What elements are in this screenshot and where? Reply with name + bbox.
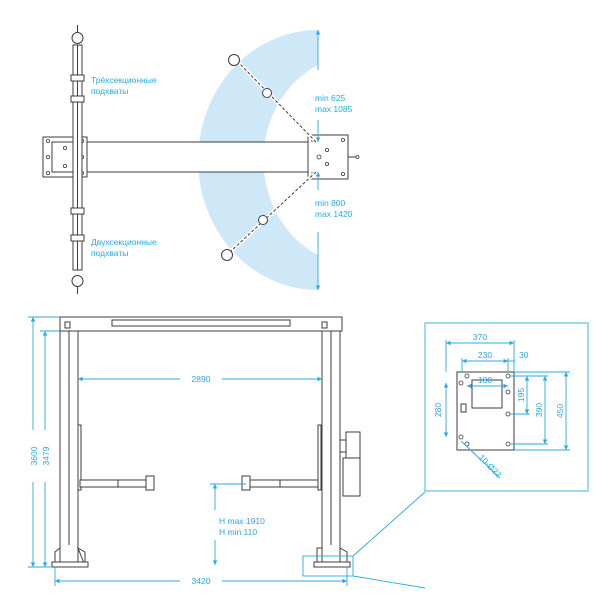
two-section-arms-label-2: подхваты	[91, 248, 128, 258]
top-beam	[86, 141, 311, 173]
base-highlight	[302, 555, 354, 577]
plate-280: 280	[433, 403, 443, 417]
left-arm-assembly	[70, 25, 85, 294]
plate-180: 180	[478, 375, 492, 385]
left-column	[51, 330, 89, 568]
top-view: min 625 max 1085 min 800 max 1420 Трёхсе…	[42, 25, 360, 294]
lift-arms	[79, 475, 319, 491]
plate-230: 230	[478, 350, 492, 360]
height-3600-label: 3600	[29, 446, 39, 465]
three-section-arms-label-1: Трёхсекционные	[91, 75, 157, 85]
reach-upper-max: max 1085	[315, 104, 353, 114]
crossbeam	[59, 316, 343, 332]
right-arms	[221, 54, 318, 261]
reach-lower-min: min 800	[315, 198, 346, 208]
three-section-arms-label-2: подхваты	[91, 86, 128, 96]
base-plate-detail: 370 230 30 180 280 195 390 450 10-Ø22	[424, 322, 589, 492]
overall-width-label: 3420	[192, 576, 211, 586]
front-view: 3600 3479 2890 3420 H max 1910 H min 110	[28, 316, 426, 589]
reach-lower-max: max 1420	[315, 209, 353, 219]
power-unit	[339, 431, 361, 497]
plate-370: 370	[473, 332, 487, 342]
plate-30: 30	[519, 350, 529, 360]
lift-height-max: H max 1910	[219, 516, 265, 526]
reach-upper-min: min 625	[315, 93, 346, 103]
clear-width-label: 2890	[192, 374, 211, 384]
two-section-arms-label-1: Двухсекционные	[91, 237, 157, 247]
height-3479-label: 3479	[41, 446, 51, 465]
plate-195: 195	[516, 388, 526, 402]
lift-height-min: H min 110	[219, 527, 257, 537]
plate-450: 450	[555, 404, 565, 418]
plate-anchor-holes: 10-Ø22	[477, 452, 504, 479]
right-column	[313, 330, 351, 568]
plate-390: 390	[534, 403, 544, 417]
